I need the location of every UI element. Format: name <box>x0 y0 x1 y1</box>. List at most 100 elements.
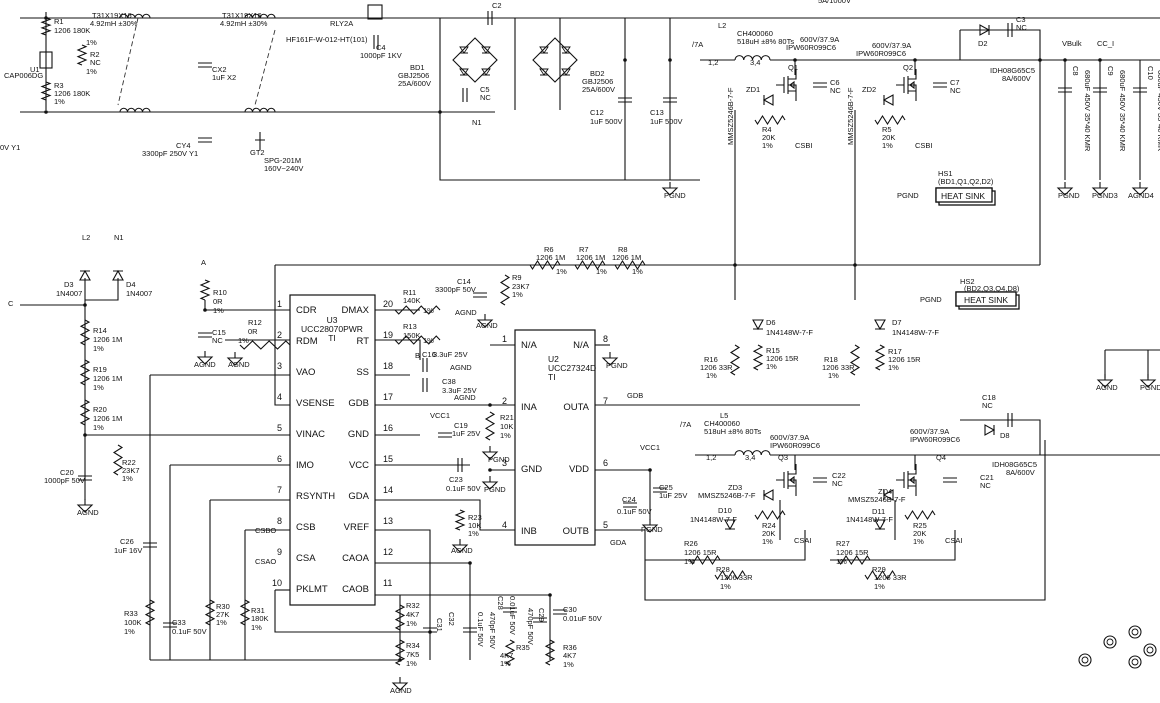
component-label: PGND <box>488 455 510 464</box>
ic-pin-name: GND <box>521 464 542 475</box>
resistor <box>454 509 466 531</box>
inductor <box>119 13 151 19</box>
bridge-rectifier <box>532 37 578 83</box>
ground-symbol <box>451 539 469 553</box>
component-label: C30 <box>563 605 577 614</box>
diode <box>762 489 774 501</box>
component-label: CX2 <box>212 65 227 74</box>
ic-pin-name: RSYNTH <box>296 491 335 502</box>
component-label: NC <box>950 86 961 95</box>
component-label: 470pF 50V <box>488 612 497 649</box>
component-label: 1% <box>216 618 227 627</box>
mosfet-arrow <box>909 475 915 485</box>
component-label: C16 <box>422 350 436 359</box>
ic-pin-number: 18 <box>383 361 393 371</box>
component-label: 3,4 <box>745 453 755 462</box>
resistor <box>874 344 886 371</box>
component-label: 1206 1M <box>93 374 122 383</box>
junction-dot <box>468 561 472 565</box>
ground-symbol <box>196 351 214 365</box>
wire <box>375 499 515 531</box>
component-label: NC <box>480 93 491 102</box>
ic-pin-number: 6 <box>277 454 282 464</box>
ic-pin-number: 3 <box>502 458 507 468</box>
resistor <box>689 554 721 566</box>
capacitor <box>438 432 452 438</box>
component-label: NC <box>212 336 223 345</box>
ground-symbol <box>1139 374 1157 388</box>
resistor <box>144 599 156 626</box>
ic-pin-name: CAOB <box>342 584 369 595</box>
resistor <box>484 411 496 441</box>
component-label: C5 <box>480 85 490 94</box>
capacitor <box>618 97 632 103</box>
component-label: R31 <box>251 606 265 615</box>
component-label: 1% <box>720 582 731 591</box>
ground-symbol <box>476 314 494 328</box>
capacitor <box>457 458 463 472</box>
component-label: AGND <box>454 393 476 402</box>
component-label: C10 <box>1146 66 1155 80</box>
component-label: 1% <box>762 141 773 150</box>
component-label: R23 <box>468 513 482 522</box>
wire <box>960 29 1041 60</box>
component-label: PGND <box>641 525 663 534</box>
wire <box>274 265 290 406</box>
wire <box>960 419 1041 455</box>
inductor <box>244 107 276 113</box>
wire <box>375 529 431 660</box>
component-label: 4K7 <box>406 610 419 619</box>
component-label: R33 <box>124 609 138 618</box>
component-label: 8A/600V <box>1002 74 1031 83</box>
component-label: (BD2,Q3,Q4,D8) <box>964 284 1020 293</box>
component-label: R21 <box>500 413 514 422</box>
component-label: PGND <box>1058 191 1080 200</box>
component-label: C13 <box>650 108 664 117</box>
terminal-pin-inner <box>1081 656 1089 664</box>
component-label: R24 <box>762 521 776 530</box>
component-label: NC <box>982 401 993 410</box>
heat-sink-face <box>935 187 993 203</box>
u2-ic-body <box>514 329 596 546</box>
resistor <box>394 305 441 315</box>
resistor <box>239 340 291 350</box>
resistor <box>714 569 746 581</box>
component-label: CSAI <box>794 536 812 545</box>
diode <box>752 319 764 331</box>
component-label: C7 <box>950 78 960 87</box>
component-label: NC <box>90 58 101 67</box>
component-label: 25A/600V <box>582 85 615 94</box>
component-label: R20 <box>93 405 107 414</box>
terminal-pin-inner <box>1131 658 1139 666</box>
component-label: 4.92mH ±30% <box>220 19 268 28</box>
resistor <box>40 81 52 101</box>
capacitor <box>487 11 493 25</box>
component-label: 1% <box>86 67 97 76</box>
component-label: 0.01uF 50V <box>563 614 602 623</box>
component-label: 1% <box>828 371 839 380</box>
mosfet-arrow <box>789 475 795 485</box>
component-label: R29 <box>872 565 886 574</box>
ic-pin-name: OUTB <box>563 526 589 537</box>
component-label: 180K <box>251 614 269 623</box>
bridge-diode <box>561 68 571 76</box>
component-label: 1206 1M <box>93 414 122 423</box>
capacitor <box>623 502 637 508</box>
component-label: IPW60R099C6 <box>910 435 960 444</box>
resistor <box>79 319 91 346</box>
component-label: IPW60R099C6 <box>770 441 820 450</box>
junction-dot <box>648 468 652 472</box>
component-label: 1% <box>406 619 417 628</box>
capacitor <box>78 475 92 481</box>
component-label: 1N4007 <box>56 289 82 298</box>
terminal-pin <box>1143 643 1157 657</box>
ic-pin-number: 19 <box>383 330 393 340</box>
component-label: 470pF 50V <box>526 608 535 645</box>
component-label: C18 <box>982 393 996 402</box>
diode <box>874 319 886 331</box>
component-label: 3300pF 50V <box>435 285 476 294</box>
component-label: L2 <box>718 21 726 30</box>
resistor <box>574 259 606 271</box>
component-label: 1% <box>423 306 434 315</box>
